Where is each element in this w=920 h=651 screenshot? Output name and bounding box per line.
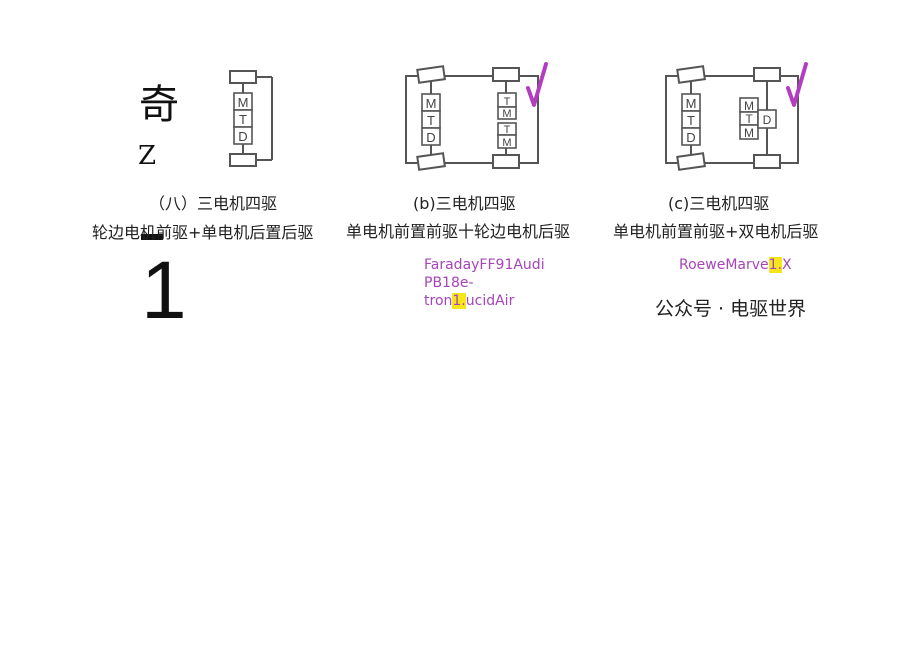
- rear-left-wheel: [229, 153, 257, 167]
- unit-label: M: [744, 99, 754, 113]
- unit-label: D: [426, 130, 435, 145]
- rear-left-wheel: [753, 67, 781, 82]
- unit-label: T: [504, 124, 511, 136]
- rear-hub-motors: T M T M: [497, 92, 517, 149]
- unit-label: T: [239, 112, 247, 127]
- unit-label: T: [427, 113, 435, 128]
- vehicle-frame: [665, 75, 799, 164]
- vehicle-frame: [405, 75, 539, 164]
- front-drive-unit: M T D: [681, 93, 701, 146]
- unit-label: M: [686, 96, 697, 111]
- unit-label: D: [686, 130, 695, 145]
- brand-line: RoeweMarve1.X: [679, 257, 792, 273]
- drivetrain-diagram-c: M T D M T M D: [665, 62, 808, 171]
- brand-line: PB18e-: [424, 275, 474, 291]
- diagram-c-brands: RoeweMarve1.X: [679, 256, 792, 274]
- diagram-b-caption: (b)三电机四驱: [413, 194, 516, 213]
- front-right-wheel: [676, 152, 706, 171]
- diagram-b-brands: FaradayFF91Audi PB18e- tron1.ucidAir: [424, 256, 545, 310]
- diagram-c-caption: (c)三电机四驱: [668, 194, 770, 213]
- unit-label: M: [426, 96, 437, 111]
- highlight-mark: 1.: [768, 257, 783, 273]
- unit-label: M: [502, 137, 511, 149]
- unit-label: M: [744, 126, 754, 140]
- front-left-wheel: [229, 70, 257, 84]
- unit-label: T: [504, 96, 511, 108]
- unit-label: T: [745, 112, 753, 126]
- diagram-a-subtitle: 轮边电机前驱+单电机后置后驱: [92, 223, 314, 242]
- fragment-qi: 奇: [139, 82, 179, 128]
- diagram-b-subtitle: 单电机前置前驱十轮边电机后驱: [346, 222, 571, 241]
- rear-left-wheel: [492, 67, 520, 82]
- diagram-a-caption: （八）三电机四驱: [149, 194, 278, 213]
- unit-label: M: [502, 108, 511, 120]
- rear-dual-motor-unit: M T M D: [739, 97, 777, 140]
- front-left-wheel: [416, 65, 446, 84]
- checkmark-icon: [786, 62, 808, 107]
- fragment-dash: [141, 234, 163, 240]
- unit-label: T: [687, 113, 695, 128]
- unit-label: D: [238, 129, 247, 144]
- fragment-one: 1: [141, 245, 187, 336]
- rear-right-wheel: [492, 154, 520, 169]
- brand-line: tron1.ucidAir: [424, 293, 515, 309]
- front-drive-unit: M T D: [233, 92, 253, 145]
- unit-label: D: [763, 113, 772, 127]
- watermark-text: 公众号 · 电驱世界: [655, 298, 807, 320]
- drivetrain-diagram-b: M T D T M T M: [405, 62, 548, 171]
- checkmark-icon: [526, 62, 548, 107]
- diagram-c-subtitle: 单电机前置前驱+双电机后驱: [613, 222, 819, 241]
- highlight-mark: 1.: [452, 293, 466, 309]
- unit-label: M: [238, 95, 249, 110]
- brand-line: FaradayFF91Audi: [424, 257, 545, 273]
- fragment-z: Z: [138, 141, 157, 171]
- front-left-wheel: [676, 65, 706, 84]
- drivetrain-diagram-a: M T D: [229, 70, 273, 167]
- rear-right-wheel: [753, 154, 781, 169]
- front-drive-unit: M T D: [421, 93, 441, 146]
- front-right-wheel: [416, 152, 446, 171]
